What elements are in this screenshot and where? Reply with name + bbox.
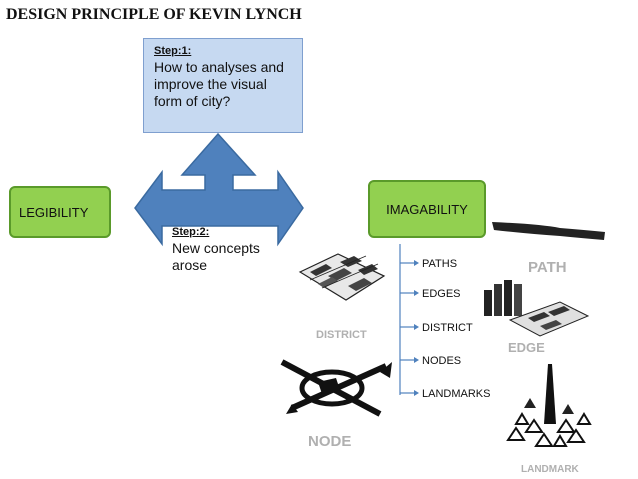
step2-text: New concepts arose [172, 240, 260, 273]
page-title: DESIGN PRINCIPLE OF KEVIN LYNCH [6, 6, 302, 23]
step2-label: Step:2: [172, 226, 210, 238]
path-icon [492, 222, 605, 240]
element-nodes: NODES [422, 355, 461, 367]
node-icon [280, 359, 392, 417]
step1-text: How to analyses and improve the visual f… [154, 59, 284, 109]
landmark-icon [506, 364, 592, 447]
element-edges: EDGES [422, 288, 461, 300]
element-paths: PATHS [422, 258, 457, 270]
three-way-arrow [134, 132, 304, 247]
step2-box: Step:2: New concepts arose [162, 226, 302, 274]
edge-picture-label: EDGE [508, 340, 545, 355]
element-landmarks: LANDMARKS [422, 388, 490, 400]
step1-box: Step:1: How to analyses and improve the … [143, 38, 303, 133]
landmark-picture-label: LANDMARK [521, 464, 580, 475]
node-picture-label: NODE [308, 433, 351, 450]
imagability-box: IMAGABILITY [368, 180, 486, 238]
district-icon [298, 253, 386, 301]
element-connectors [400, 260, 419, 396]
element-district: DISTRICT [422, 322, 473, 334]
path-picture-label: PATH [528, 259, 567, 276]
edge-icon [484, 280, 590, 337]
legibility-box: LEGIBILITY [9, 186, 111, 238]
step1-label: Step:1: [154, 45, 192, 57]
district-picture-label: DISTRICT [316, 329, 367, 341]
